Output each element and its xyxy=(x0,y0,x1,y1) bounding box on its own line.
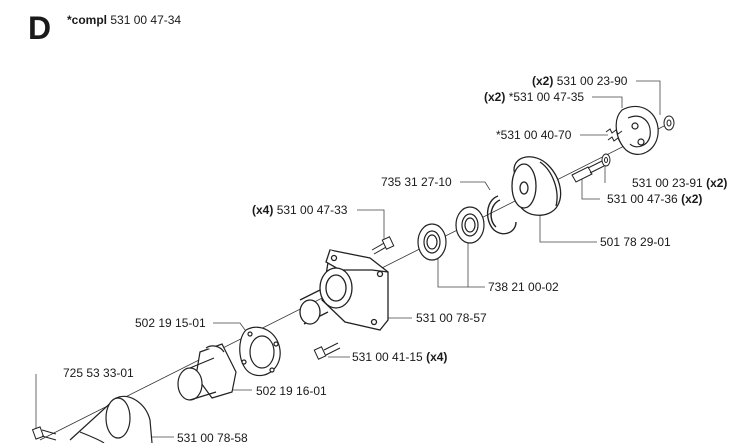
circlip xyxy=(487,195,517,235)
assembly-number: *compl 531 00 47-34 xyxy=(67,12,181,28)
gear-housing xyxy=(69,395,153,443)
callout-part: 735 31 27-10 xyxy=(381,175,452,189)
callout-part: 738 21 00-02 xyxy=(488,280,559,294)
callout-c2: (x2) *531 00 47-35 xyxy=(484,90,584,104)
leader-c9 xyxy=(437,238,485,288)
callout-qty: (x4) xyxy=(252,203,274,217)
callout-part: 531 00 47-33 xyxy=(276,203,348,217)
callout-qty: (x2) xyxy=(706,176,728,190)
callout-qty: (x2) xyxy=(681,192,703,206)
callout-c1: (x2) 531 00 23-90 xyxy=(532,74,627,88)
callout-qty: (x2) xyxy=(532,74,554,88)
washer-small xyxy=(663,115,675,131)
screw-top xyxy=(371,236,395,255)
spring xyxy=(605,128,623,143)
callout-c8: 501 78 29-01 xyxy=(600,235,671,249)
callout-part: 502 19 16-01 xyxy=(256,384,327,398)
callout-qty: (x2) xyxy=(484,90,506,104)
callout-part: 531 00 23-91 xyxy=(632,176,703,190)
callout-c4: 735 31 27-10 xyxy=(381,175,452,189)
callout-c7: (x4) 531 00 47-33 xyxy=(252,203,347,217)
leader-c2 xyxy=(592,96,623,108)
callout-part: *531 00 40-70 xyxy=(496,128,572,142)
ball-bearing-2 xyxy=(417,223,447,261)
flange-gasket xyxy=(239,326,281,377)
callout-c14: 502 19 16-01 xyxy=(256,384,327,398)
leader-c6 xyxy=(581,178,600,200)
clutch-bolt xyxy=(571,160,605,183)
callout-c13: 725 53 33-01 xyxy=(63,366,134,380)
clutch-drum xyxy=(511,156,562,216)
callout-c11: 531 00 78-57 xyxy=(416,311,487,325)
callout-part: 531 00 41-15 xyxy=(352,350,423,364)
callout-part: 725 53 33-01 xyxy=(63,366,134,380)
callout-part: *531 00 47-35 xyxy=(508,90,585,104)
coupling xyxy=(177,343,237,401)
callout-c9: 738 21 00-02 xyxy=(488,280,559,294)
assembly-prefix: *compl xyxy=(67,13,108,27)
callout-qty: (x4) xyxy=(426,350,448,364)
callout-part: 502 19 15-01 xyxy=(135,316,206,330)
ball-bearing-1 xyxy=(455,206,485,244)
leader-c1 xyxy=(636,80,661,115)
callout-part: 531 00 78-57 xyxy=(416,311,487,325)
section-letter: D xyxy=(28,10,52,46)
callout-part: 501 78 29-01 xyxy=(600,235,671,249)
screw-left xyxy=(31,426,57,441)
leader-c13 xyxy=(35,374,40,431)
callout-c3: *531 00 40-70 xyxy=(496,128,571,142)
callout-part: 531 00 78-58 xyxy=(177,431,248,445)
clutch-housing xyxy=(299,249,389,331)
callout-c12: 531 00 41-15 (x4) xyxy=(352,350,447,364)
callout-c6: 531 00 47-36 (x2) xyxy=(607,192,702,206)
callout-part: 531 00 47-36 xyxy=(607,192,678,206)
assembly-part: 531 00 47-34 xyxy=(110,13,182,27)
callout-c10: 502 19 15-01 xyxy=(135,316,206,330)
screw-bottom xyxy=(313,342,341,360)
callout-c15: 531 00 78-58 xyxy=(177,431,248,445)
leader-c10 xyxy=(213,322,246,331)
leader-c4 xyxy=(460,181,491,191)
bolt-washer xyxy=(601,153,611,167)
leader-c7 xyxy=(357,209,385,240)
callout-c5: 531 00 23-91 (x2) xyxy=(632,176,727,190)
callout-part: 531 00 23-90 xyxy=(556,74,628,88)
